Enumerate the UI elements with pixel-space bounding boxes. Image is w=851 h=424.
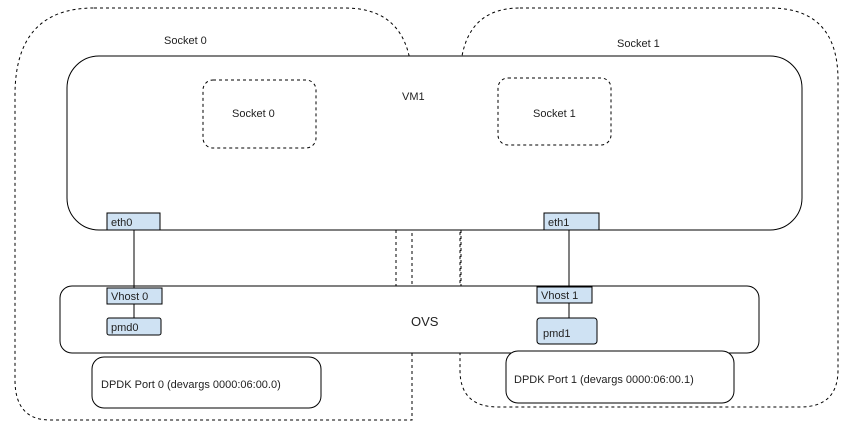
vhost-0-label: Vhost 0: [111, 291, 148, 303]
dpdk-port-1-box: [505, 350, 735, 404]
pmd1-box: [536, 317, 598, 345]
eth0-port: [106, 212, 161, 231]
eth1-port: [543, 212, 600, 231]
vm1-label: VM1: [402, 91, 425, 103]
vm-socket-0-box: [202, 79, 317, 149]
dpdk-port-0-box: [91, 356, 322, 409]
socket-1-label: Socket 1: [617, 38, 660, 50]
pmd0-box: [106, 317, 162, 336]
vhost-0-box: [106, 287, 163, 305]
vm-socket-1-box: [497, 77, 612, 146]
socket-0-label: Socket 0: [164, 35, 207, 47]
vhost-1-box: [536, 286, 593, 304]
eth0-label: eth0: [111, 217, 132, 229]
pmd0-label: pmd0: [111, 322, 139, 334]
ovs-label: OVS: [411, 314, 439, 329]
vhost-1-label: Vhost 1: [541, 290, 578, 302]
ovs-box: [59, 285, 760, 354]
socket-1-region: [459, 7, 839, 408]
vm1-box: [66, 55, 803, 231]
pmd1-label: pmd1: [543, 328, 571, 340]
vm-socket-0-label: Socket 0: [232, 108, 275, 120]
dpdk-port-1-label: DPDK Port 1 (devargs 0000:06:00.1): [514, 374, 694, 386]
eth1-label: eth1: [548, 217, 569, 229]
vm-socket-1-label: Socket 1: [533, 108, 576, 120]
dpdk-port-0-label: DPDK Port 0 (devargs 0000:06:00.0): [101, 379, 281, 391]
